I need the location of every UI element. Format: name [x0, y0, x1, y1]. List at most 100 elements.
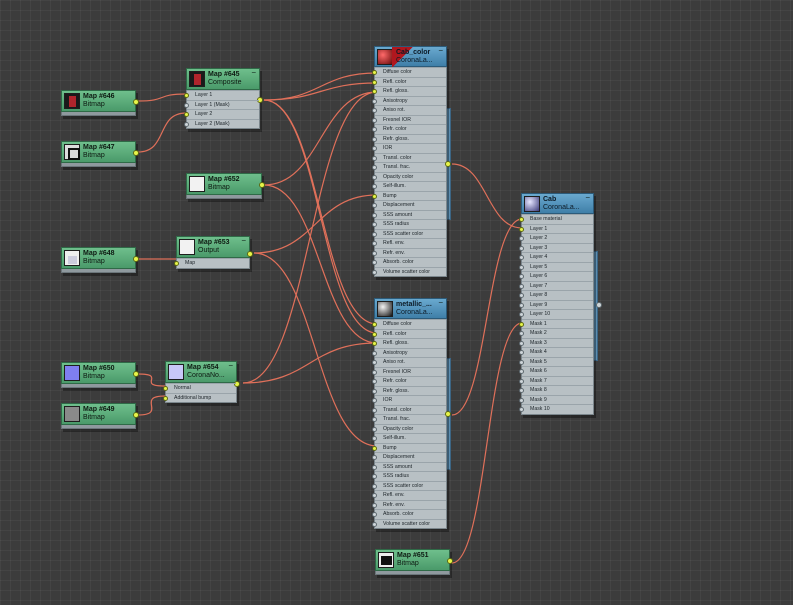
output-port[interactable]: [234, 381, 240, 387]
input-port[interactable]: [519, 331, 524, 336]
input-port[interactable]: [519, 302, 524, 308]
cab-slot-layer-9[interactable]: Layer 9: [519, 299, 593, 310]
output-port[interactable]: [133, 150, 139, 156]
input-port[interactable]: [519, 274, 524, 279]
input-port[interactable]: [372, 436, 377, 441]
input-port[interactable]: [519, 321, 524, 327]
output-port[interactable]: [133, 99, 139, 105]
input-port[interactable]: [372, 269, 377, 275]
cab-slot-layer-2[interactable]: Layer 2: [519, 233, 593, 243]
metallic-slot-sss-scatter-color[interactable]: SSS scatter color: [372, 480, 446, 491]
input-port[interactable]: [372, 426, 377, 432]
cab-slot-mask-2[interactable]: Mask 2: [519, 328, 593, 338]
metallic-slot-opacity-color[interactable]: Opacity color: [372, 423, 446, 434]
input-port[interactable]: [372, 455, 377, 460]
cab-slot-mask-10[interactable]: Mask 10: [519, 404, 593, 414]
cab-slot-layer-10[interactable]: Layer 10: [519, 309, 593, 319]
input-port[interactable]: [519, 312, 524, 317]
cab-color-slot-ior[interactable]: IOR: [372, 143, 446, 153]
input-port[interactable]: [372, 250, 377, 256]
cab-color-slot-refr-gloss[interactable]: Refr. gloss.: [372, 133, 446, 144]
input-port[interactable]: [372, 417, 377, 422]
cab-color-slot-displacement[interactable]: Displacement: [372, 200, 446, 210]
cab-slot-mask-5[interactable]: Mask 5: [519, 356, 593, 367]
cab-slot-layer-7[interactable]: Layer 7: [519, 280, 593, 291]
input-port[interactable]: [519, 283, 524, 289]
metallic-slot-displacement[interactable]: Displacement: [372, 452, 446, 462]
cab-slot-mask-8[interactable]: Mask 8: [519, 385, 593, 395]
input-port[interactable]: [372, 407, 377, 413]
metallic-slot-volume-scatter-color[interactable]: Volume scatter color: [372, 518, 446, 529]
collapse-icon[interactable]: −: [438, 46, 443, 55]
cab-slot-layer-3[interactable]: Layer 3: [519, 242, 593, 253]
connection-wire[interactable]: [137, 373, 166, 387]
connection-wire[interactable]: [263, 184, 378, 344]
connection-wire[interactable]: [451, 218, 523, 416]
input-port[interactable]: [372, 379, 377, 384]
input-port[interactable]: [372, 155, 377, 161]
metallic-slot-refl-gloss[interactable]: Refl. gloss.: [372, 338, 446, 348]
input-port[interactable]: [519, 340, 524, 346]
cab-color-slot-absorb-color[interactable]: Absorb. color: [372, 257, 446, 267]
input-port[interactable]: [372, 445, 377, 451]
collapse-icon[interactable]: −: [251, 68, 256, 77]
connection-wire[interactable]: [242, 342, 378, 384]
output-port[interactable]: [259, 182, 265, 188]
connection-wire[interactable]: [263, 82, 378, 101]
collapse-icon[interactable]: −: [438, 298, 443, 307]
connection-wire[interactable]: [242, 91, 378, 384]
input-port[interactable]: [372, 165, 377, 170]
cab-slot-layer-6[interactable]: Layer 6: [519, 271, 593, 281]
metallic-slot-bump[interactable]: Bump: [372, 442, 446, 453]
slot-layer-1-mask[interactable]: Layer 1 (Mask): [184, 99, 259, 110]
input-port[interactable]: [372, 493, 377, 498]
input-port[interactable]: [372, 108, 377, 113]
cab-color-slot-fresnel-ior[interactable]: Fresnel IOR: [372, 114, 446, 125]
slot-layer-2-mask[interactable]: Layer 2 (Mask): [184, 118, 259, 129]
input-port[interactable]: [519, 407, 524, 412]
metallic-slot-transl-color[interactable]: Transl. color: [372, 404, 446, 415]
metallic-slot-diffuse-color[interactable]: Diffuse color: [372, 319, 446, 329]
metallic-slot-transl-frac[interactable]: Transl. frac.: [372, 414, 446, 424]
cab-slot-mask-3[interactable]: Mask 3: [519, 337, 593, 348]
cab-color-slot-refr-env[interactable]: Refr. env.: [372, 247, 446, 258]
collapse-icon[interactable]: −: [585, 193, 590, 202]
input-port[interactable]: [372, 331, 377, 337]
cab-color-slot-sss-amount[interactable]: SSS amount: [372, 209, 446, 220]
cab-slot-layer-4[interactable]: Layer 4: [519, 252, 593, 262]
cab-color-slot-refr-color[interactable]: Refr. color: [372, 124, 446, 134]
cab-slot-base-material[interactable]: Base material: [519, 214, 593, 224]
cab-color-slot-refl-color[interactable]: Refl. color: [372, 76, 446, 87]
input-port[interactable]: [372, 521, 377, 527]
cab-color-slot-diffuse-color[interactable]: Diffuse color: [372, 67, 446, 77]
input-port[interactable]: [372, 474, 377, 479]
input-port[interactable]: [372, 203, 377, 208]
metallic-slot-refr-env[interactable]: Refr. env.: [372, 499, 446, 510]
input-port[interactable]: [519, 378, 524, 384]
input-port[interactable]: [519, 350, 524, 355]
input-port[interactable]: [372, 117, 377, 123]
connection-wire[interactable]: [263, 72, 378, 101]
cab-slot-layer-5[interactable]: Layer 5: [519, 261, 593, 272]
slot-layer-1[interactable]: Layer 1: [184, 90, 259, 100]
cab-slot-mask-1[interactable]: Mask 1: [519, 318, 593, 329]
cab-color-slot-anisotropy[interactable]: Anisotropy: [372, 95, 446, 106]
input-port[interactable]: [519, 388, 524, 393]
input-port[interactable]: [372, 136, 377, 142]
cab-color-slot-aniso-rot[interactable]: Aniso rot.: [372, 105, 446, 115]
cab-slot-mask-7[interactable]: Mask 7: [519, 375, 593, 386]
metallic-slot-fresnel-ior[interactable]: Fresnel IOR: [372, 366, 446, 377]
input-port[interactable]: [372, 512, 377, 517]
connection-wire[interactable]: [451, 322, 523, 564]
input-port[interactable]: [372, 174, 377, 180]
